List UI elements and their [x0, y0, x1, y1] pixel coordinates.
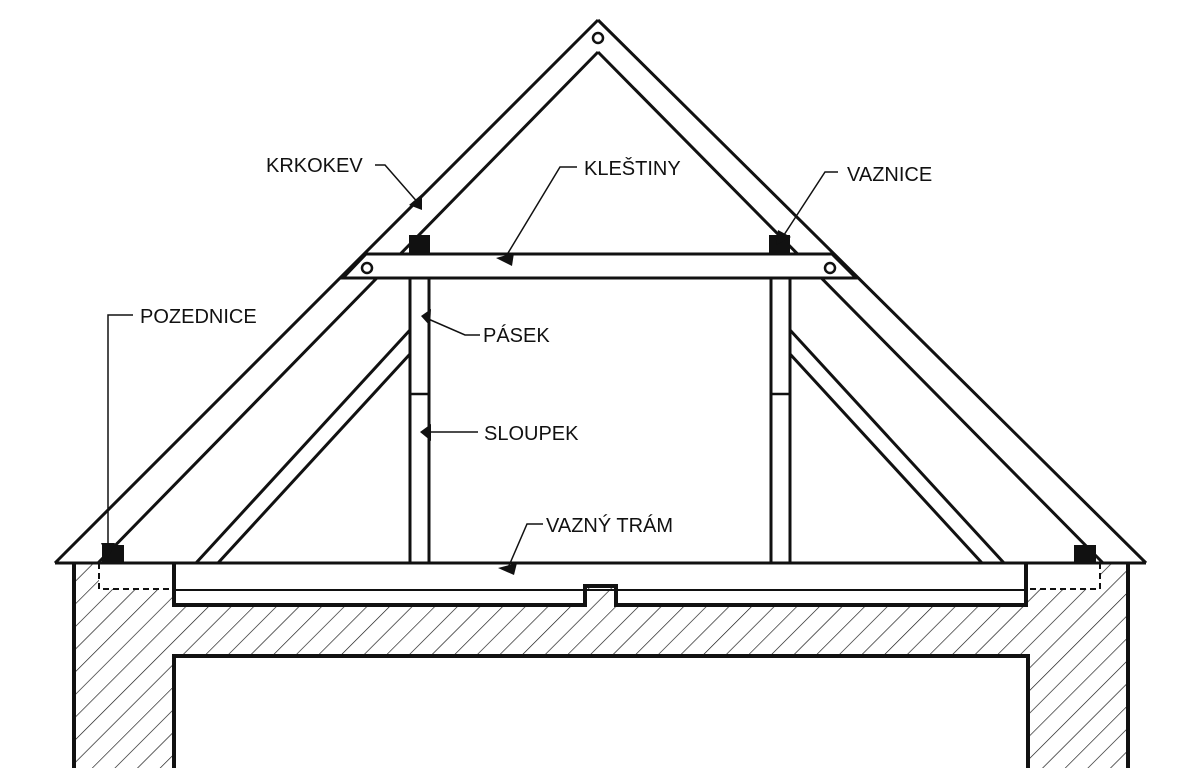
- wall-plate-right: [1074, 545, 1096, 563]
- label-pasek: PÁSEK: [483, 324, 550, 347]
- posts: [408, 276, 792, 565]
- tie-beam: [55, 561, 1146, 591]
- label-klestiny: KLEŠTINY: [584, 157, 681, 180]
- leader-lines: [107, 164, 838, 569]
- wall-plate-outline: [98, 563, 1101, 590]
- collar-beam: [339, 252, 860, 280]
- purlin-left: [409, 235, 430, 254]
- label-vazny-tram: VAZNÝ TRÁM: [546, 514, 673, 537]
- bolts: [360, 31, 837, 275]
- masonry-wall: [72, 563, 1130, 768]
- label-sloupek: SLOUPEK: [484, 423, 579, 445]
- braces: [194, 328, 1006, 565]
- label-vaznice: VAZNICE: [847, 164, 932, 186]
- rafters: [53, 18, 1148, 565]
- label-pozednice: POZEDNICE: [140, 306, 257, 328]
- arrowheads: [101, 194, 791, 575]
- label-krokev: KRKOKEV: [266, 155, 363, 177]
